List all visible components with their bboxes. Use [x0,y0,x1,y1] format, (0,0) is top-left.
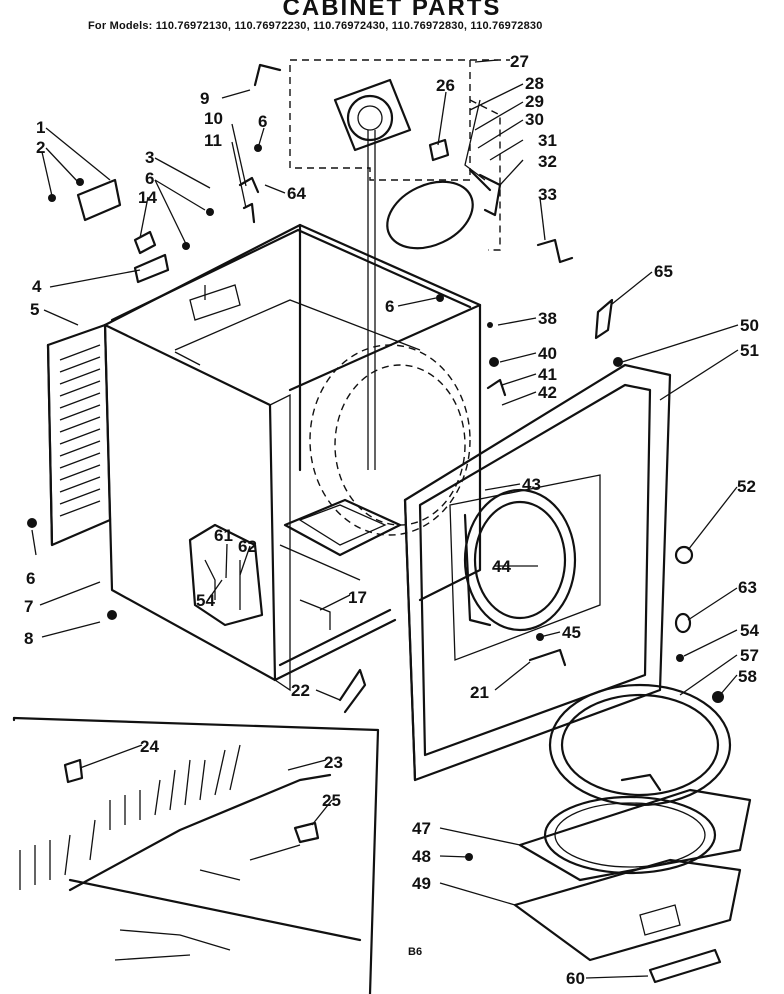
callout-6-top: 6 [258,112,267,131]
callout-51: 51 [740,341,759,360]
callout-26: 26 [436,76,455,95]
callout-50: 50 [740,316,759,335]
callout-4: 4 [32,277,42,296]
callout-52: 52 [737,477,756,496]
callout-40: 40 [538,344,557,363]
callout-63: 63 [738,578,757,597]
wiring-harness [12,716,380,994]
cabinet-body [103,130,482,692]
callout-2: 2 [36,138,45,157]
callout-44: 44 [492,557,511,576]
callout-38: 38 [538,309,557,328]
callout-labels: 1 2 3 4 5 6 6 6 6 7 8 9 10 11 14 17 21 2… [24,52,759,988]
callout-10: 10 [204,109,223,128]
callout-57: 57 [740,646,759,665]
callout-23: 23 [324,753,343,772]
callout-14: 14 [138,188,157,207]
callout-58: 58 [738,667,757,686]
top-dashed-group [289,59,510,251]
callout-61: 61 [214,526,233,545]
callout-54-left: 54 [196,591,215,610]
callout-27: 27 [510,52,529,71]
motor-assembly [253,63,502,250]
callout-64: 64 [287,184,306,203]
callout-6-left: 6 [145,169,154,188]
callout-47: 47 [412,819,431,838]
door-assembly [513,683,752,984]
hardware-parts [27,144,724,861]
callout-6-bottom: 6 [26,569,35,588]
diagram-code: B6 [408,946,423,958]
callout-3: 3 [145,148,154,167]
callout-48: 48 [412,847,431,866]
callout-28: 28 [525,74,544,93]
callout-9: 9 [200,89,209,108]
callout-22: 22 [291,681,310,700]
callout-11: 11 [204,131,222,150]
callout-42: 42 [538,383,557,402]
callout-62: 62 [238,537,257,556]
diagram-title: CABINET PARTS [282,0,502,21]
callout-43: 43 [522,475,541,494]
callout-8: 8 [24,629,33,648]
callout-60: 60 [566,969,585,988]
callout-6-mid: 6 [385,297,394,316]
callout-24: 24 [140,737,159,756]
callout-49: 49 [412,874,431,893]
callout-25: 25 [322,791,341,810]
callout-45: 45 [562,623,581,642]
callout-31: 31 [538,131,557,150]
leader-lines [31,59,739,979]
callout-21: 21 [470,683,489,702]
callout-29: 29 [525,92,544,111]
model-numbers: For Models: 110.76972130, 110.76972230, … [88,20,543,32]
callout-7: 7 [24,597,33,616]
callout-32: 32 [538,152,557,171]
callout-33: 33 [538,185,557,204]
callout-17: 17 [348,588,367,607]
callout-65: 65 [654,262,673,281]
callout-5: 5 [30,300,39,319]
callout-54-right: 54 [740,621,759,640]
left-side-panel [46,323,112,547]
front-panel [403,363,672,782]
callout-41: 41 [538,365,557,384]
callout-1: 1 [36,118,45,137]
callout-30: 30 [525,110,544,129]
